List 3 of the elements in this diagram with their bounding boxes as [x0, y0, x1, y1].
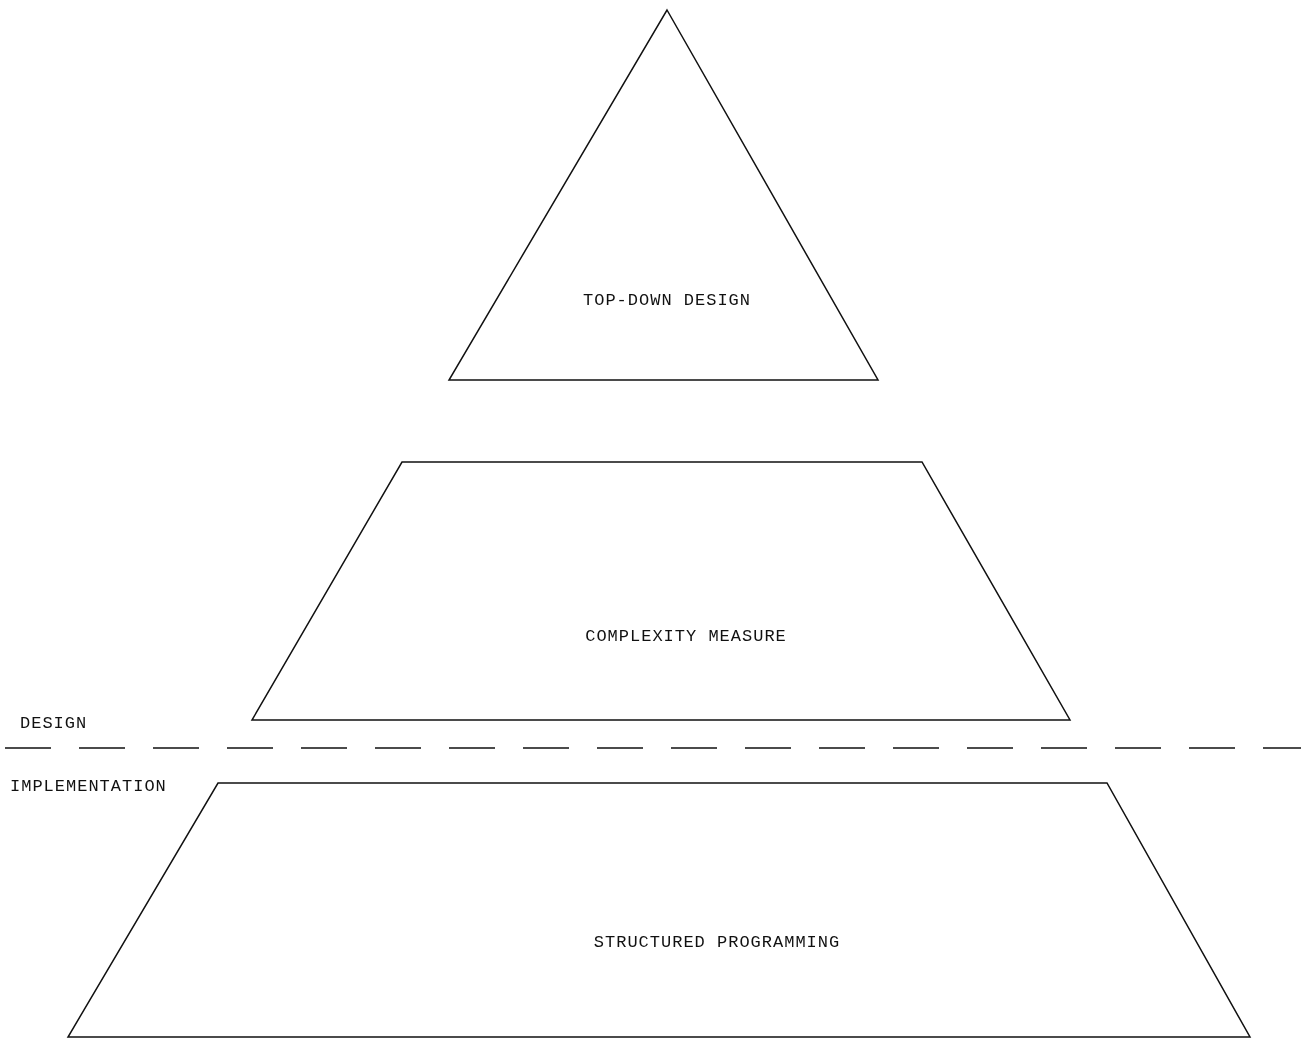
tier-label: STRUCTURED PROGRAMMING: [593, 932, 841, 952]
tier-label: COMPLEXITY MEASURE: [585, 626, 787, 646]
tier-label: TOP-DOWN DESIGN: [583, 290, 751, 310]
